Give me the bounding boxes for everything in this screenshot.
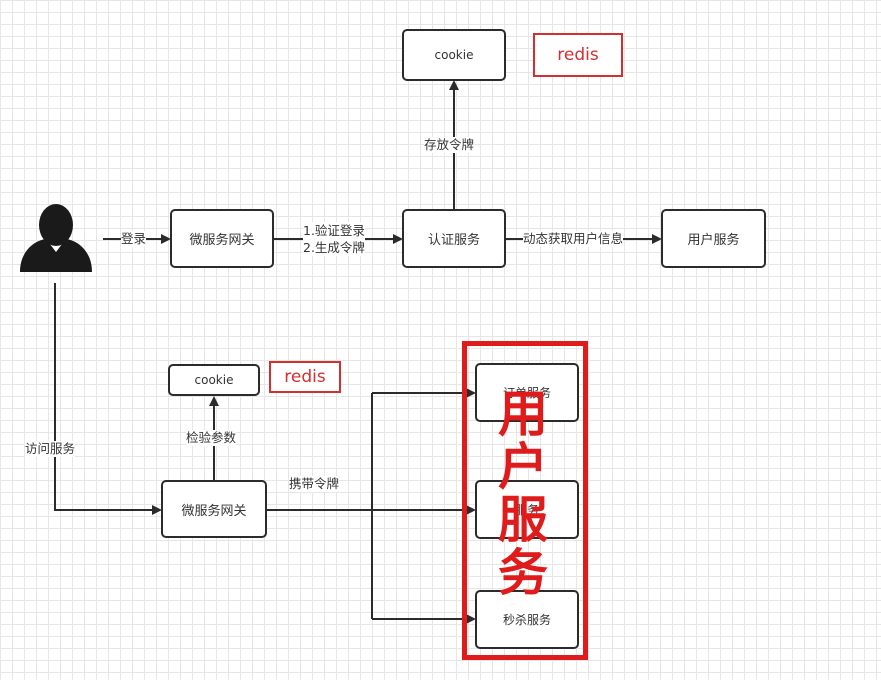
edge-access-line: [54, 283, 162, 515]
edge-access-label: 访问服务: [25, 441, 76, 457]
edge-verify-label-line1: 1.验证登录: [303, 222, 365, 239]
user-service-annotation: 用户服务: [498, 385, 548, 602]
order-service-node[interactable]: 订单服务: [475, 363, 579, 422]
middle-service-node[interactable]: 服务: [475, 480, 579, 539]
bottom-gateway-node[interactable]: 微服务网关: [161, 480, 267, 538]
edge-login-label: 登录: [121, 231, 147, 247]
edge-verify-label-line2: 2.生成令牌: [303, 239, 365, 256]
auth-service-node[interactable]: 认证服务: [402, 209, 506, 268]
edge-store-token-label: 存放令牌: [424, 137, 475, 153]
edge-fetch-user-label: 动态获取用户信息: [523, 231, 624, 247]
seckill-service-node[interactable]: 秒杀服务: [475, 590, 579, 649]
user-service-highlight-frame: [462, 341, 588, 660]
bottom-cookie-node[interactable]: cookie: [168, 364, 260, 396]
bottom-redis-tag: redis: [269, 361, 341, 393]
user-icon: [20, 204, 92, 272]
user-service-node[interactable]: 用户服务: [661, 209, 766, 268]
top-redis-tag: redis: [533, 33, 623, 77]
top-gateway-node[interactable]: 微服务网关: [170, 209, 274, 268]
edge-carry-token-label: 携带令牌: [289, 476, 340, 492]
top-cookie-node[interactable]: cookie: [402, 29, 506, 81]
edge-verify-label: 1.验证登录 2.生成令牌: [303, 222, 365, 256]
edge-check-params-label: 检验参数: [186, 430, 237, 446]
